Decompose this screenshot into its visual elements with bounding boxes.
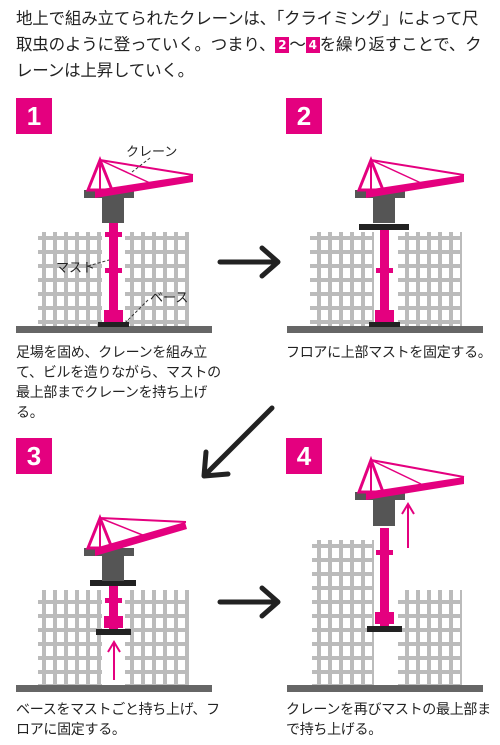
- step-3-number: 3: [16, 438, 52, 474]
- intro-tilde: 〜: [289, 35, 306, 54]
- label-mast: マスト: [56, 261, 95, 276]
- step-2-caption: フロアに上部マストを固定する。: [286, 345, 492, 361]
- intro-after: を繰り返すことで、クレーンは上昇していく。: [16, 35, 482, 80]
- label-base: ベース: [150, 291, 188, 306]
- panel-4: [287, 455, 483, 692]
- step-4-caption: クレーンを再びマストの最上部まで持ち上げる。: [286, 702, 491, 738]
- panel-3: [16, 513, 212, 692]
- upper-mast-fixing: [359, 224, 409, 230]
- label-crane: クレーン: [126, 145, 177, 160]
- step-1-caption: 足場を固め、クレーンを組み立て、ビルを造りながら、マストの最上部までクレーンを持…: [16, 345, 221, 421]
- step-4-number: 4: [286, 438, 322, 474]
- ground: [16, 326, 212, 333]
- panel-2: [287, 155, 483, 333]
- arrow-diagonal: [201, 405, 275, 479]
- step-badge-4-inline: 4: [305, 37, 320, 53]
- crane-cab: [102, 197, 124, 223]
- step-badge-2-inline: 2: [275, 37, 290, 53]
- intro-before: 地上で組み立てられたクレーンは、「クライミング」によって尺取虫のように登っていく…: [16, 9, 479, 54]
- crane-jib: [95, 175, 193, 198]
- intro-text: 地上で組み立てられたクレーンは、「クライミング」によって尺取虫のように登っていく…: [16, 6, 492, 84]
- arrow-right-2: [217, 585, 281, 619]
- arrow-right-1: [217, 245, 281, 279]
- panel-1: [16, 155, 212, 333]
- step-1-number: 1: [16, 98, 52, 134]
- step-2-number: 2: [286, 98, 322, 134]
- base: [98, 322, 129, 327]
- step-3-caption: ベースをマストごと持ち上げ、フロアに固定する。: [16, 702, 220, 738]
